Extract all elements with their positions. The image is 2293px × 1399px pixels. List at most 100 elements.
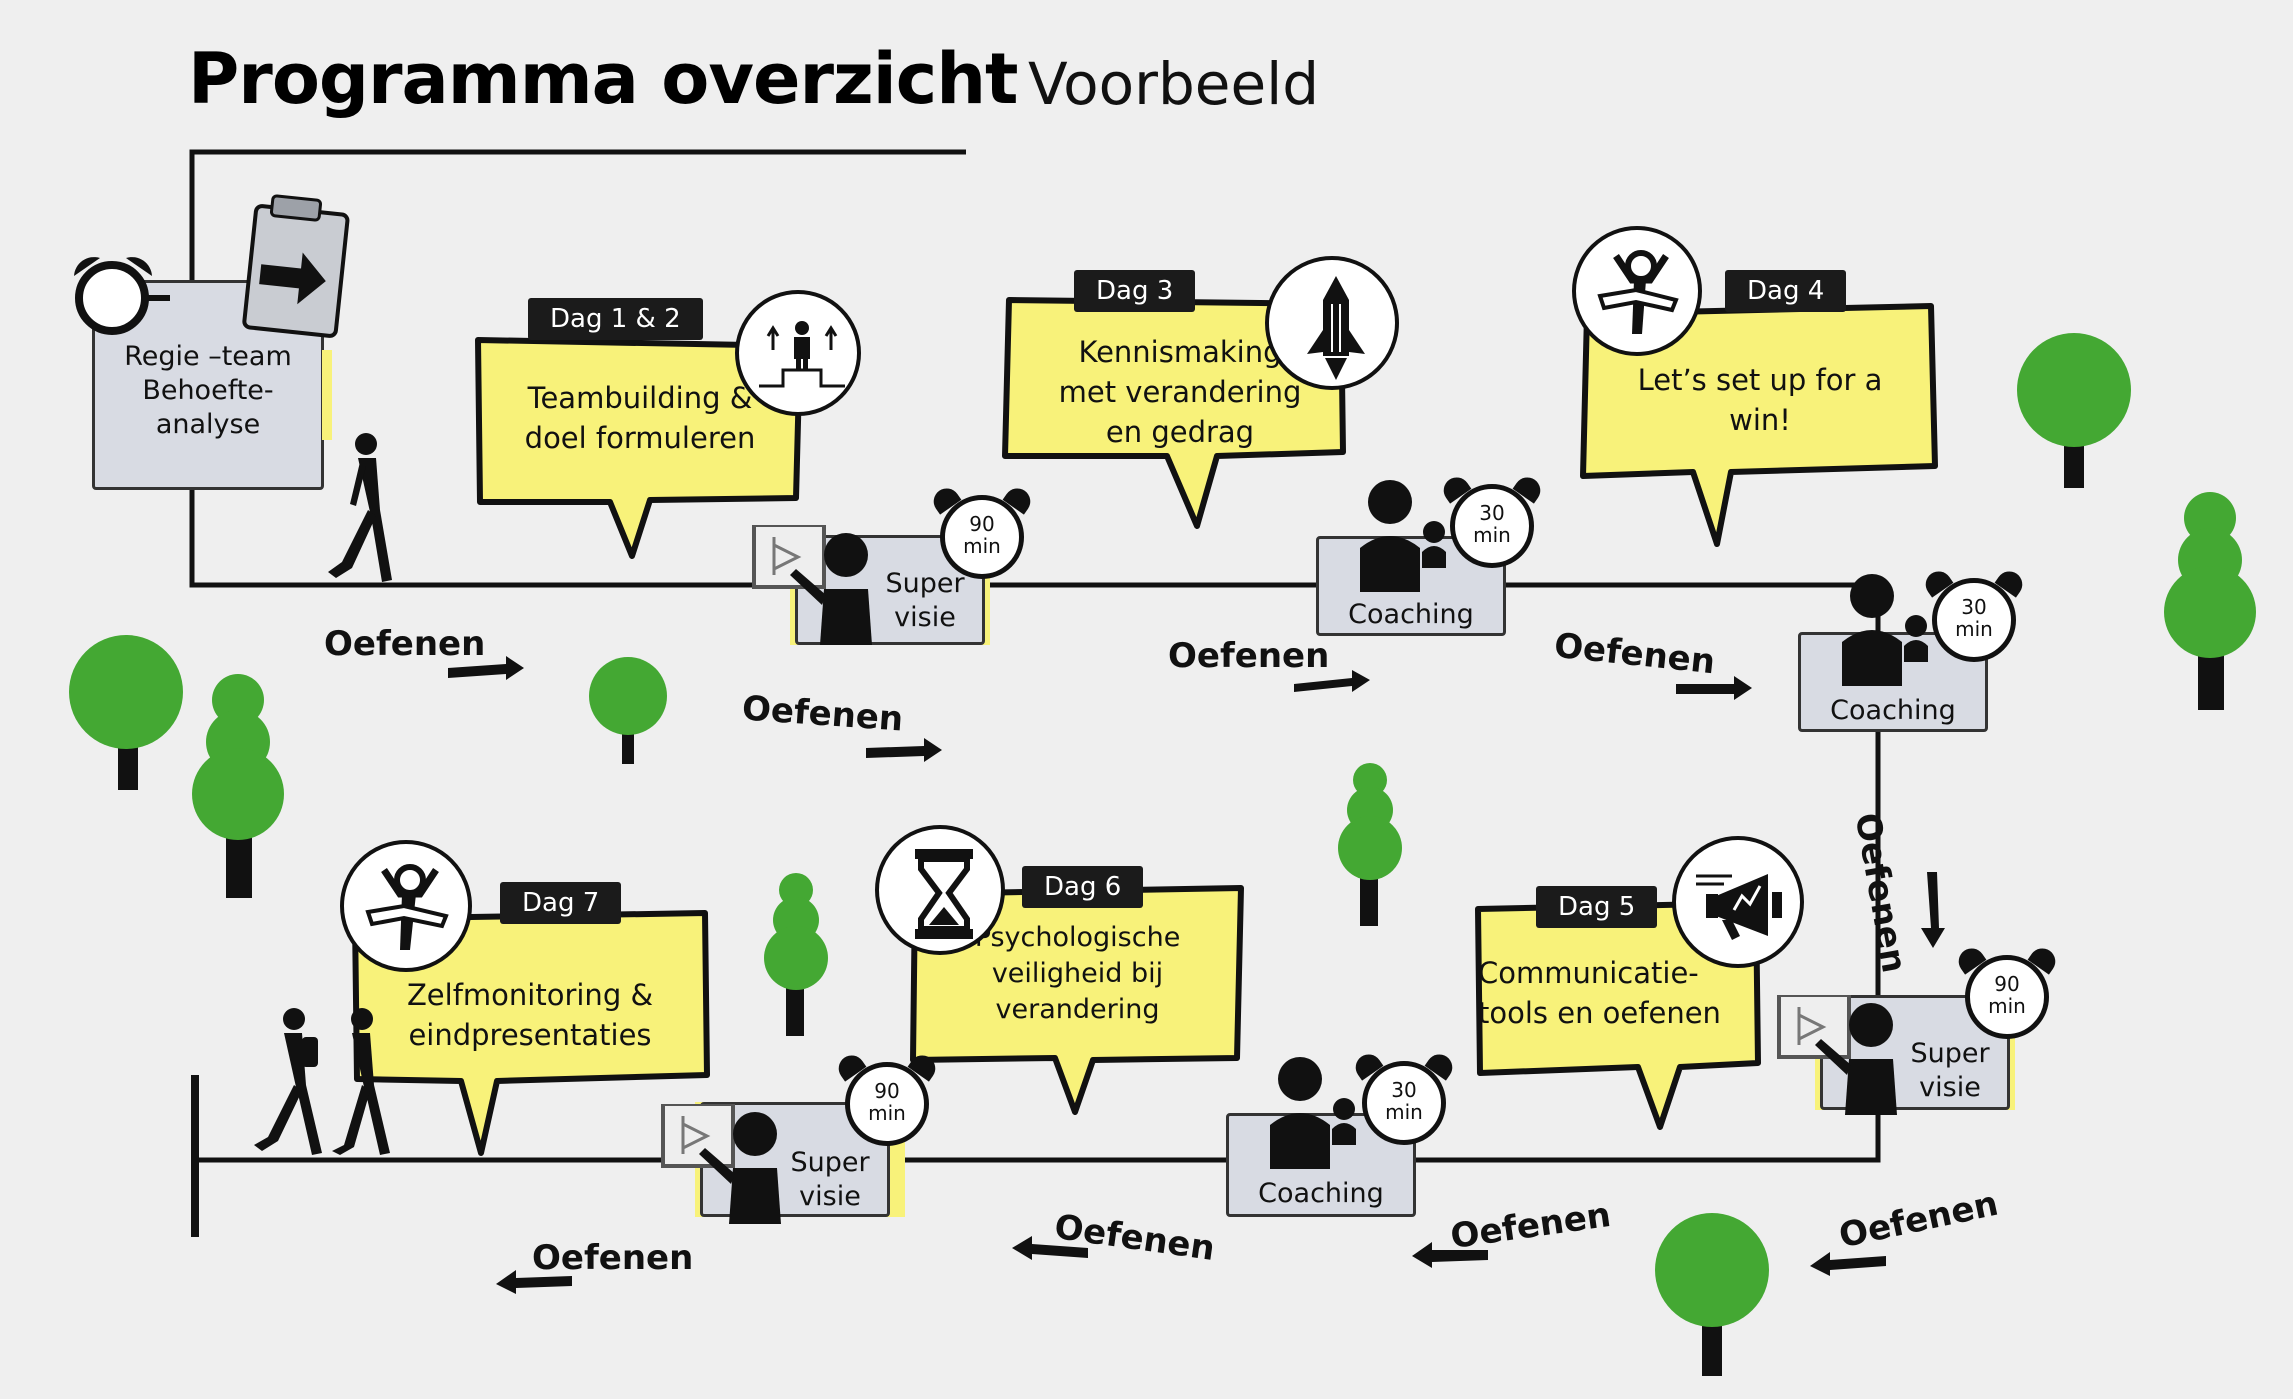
day-6-line-3: verandering	[995, 994, 1160, 1025]
session-1-time-unit: min	[963, 534, 1001, 558]
start-line-3: analyse	[155, 409, 261, 440]
day-6-line-1: Psychologische	[974, 922, 1181, 953]
session-1-line-1: Super	[885, 568, 965, 599]
rocket-pencil-icon	[1307, 276, 1365, 380]
day-3-line-3: en gedrag	[1105, 415, 1255, 449]
session-4-time-value: 90	[1994, 972, 2020, 996]
day-3-bubble: Kennismaking met verandering en gedrag	[995, 290, 1365, 540]
small-bush-tree-icon	[1338, 763, 1402, 926]
round-tree-icon-3	[1655, 1213, 1769, 1376]
day-3-line-2: met verandering	[1058, 375, 1302, 409]
session-2-time-value: 30	[1479, 501, 1505, 525]
practice-arrow-left-icon-2	[1412, 1242, 1488, 1268]
finish-line-runner-icon-2	[365, 864, 449, 950]
start-node-icon	[74, 257, 170, 335]
presenter-board-icon-3	[661, 1104, 781, 1224]
day-6-bubble: Psychologische veiligheid bij veranderin…	[905, 880, 1250, 1120]
session-4-time-unit: min	[1988, 994, 2026, 1018]
day-1-2-icon-badge	[735, 290, 861, 416]
day-5-tag: Dag 5	[1536, 886, 1658, 928]
session-3-time-value: 30	[1961, 595, 1987, 619]
walking-people-icon	[254, 1008, 390, 1155]
day-5-line-1: Communicatie-	[1478, 956, 1699, 990]
session-1-line-2: visie	[894, 602, 956, 633]
stairs-person-icon	[759, 321, 845, 388]
page-title: Programma overzicht	[188, 38, 1019, 120]
day-3-tag: Dag 3	[1074, 270, 1196, 312]
presenter-board-icon	[752, 525, 872, 645]
practice-arrow-right-icon	[448, 656, 524, 680]
tall-bush-tree-icon	[192, 674, 284, 898]
start-needs-analysis: Regie –team Behoefte- analyse	[60, 190, 360, 510]
practice-arrow-down-icon	[1921, 872, 1945, 948]
session-3-time-unit: min	[1955, 617, 1993, 641]
session-1-time-value: 90	[969, 512, 995, 536]
coach-people-icon-3	[1270, 1057, 1356, 1169]
session-4-line-2: visie	[1919, 1072, 1981, 1103]
walking-person-icon	[328, 433, 392, 582]
day-6-icon-badge	[875, 825, 1005, 955]
coach-people-icon	[1360, 480, 1446, 592]
session-2-time-unit: min	[1473, 523, 1511, 547]
session-4-line-1: Super	[1910, 1038, 1990, 1069]
page-subtitle: Voorbeeld	[1028, 50, 1320, 118]
practice-arrow-left-icon	[1810, 1252, 1886, 1276]
day-3-line-1: Kennismaking	[1078, 335, 1282, 369]
day-4-bubble: Let’s set up for a win!	[1575, 300, 1945, 550]
day-4-line-1: Let’s set up for a	[1637, 363, 1883, 397]
practice-label-3: Oefenen	[1168, 636, 1330, 676]
tall-bush-tree-icon-2	[2164, 492, 2256, 710]
hourglass-icon	[915, 849, 973, 939]
day-5-line-2: tools en oefenen	[1478, 996, 1721, 1030]
day-7-icon-badge	[340, 840, 472, 972]
session-6-time-unit: min	[868, 1101, 906, 1125]
small-round-tree-icon	[589, 657, 667, 764]
finish-line-runner-icon	[1597, 250, 1679, 334]
practice-arrow-left-icon-3	[1012, 1236, 1088, 1260]
day-7-line-1: Zelfmonitoring &	[406, 978, 654, 1012]
round-tree-icon-2	[2017, 333, 2131, 488]
round-tree-icon	[69, 635, 183, 790]
day-7-line-2: eindpresentaties	[408, 1018, 652, 1052]
day-1-2-bubble: Teambuilding & doel formuleren	[470, 330, 810, 560]
start-line-1: Regie –team	[124, 341, 292, 372]
session-5-time-unit: min	[1385, 1100, 1423, 1124]
session-3-line-1: Coaching	[1830, 695, 1956, 726]
day-1-2-line-1: Teambuilding &	[527, 381, 753, 415]
clipboard-arrow-icon	[242, 194, 350, 338]
coach-people-icon-2	[1842, 574, 1928, 686]
practice-arrow-left-icon-4	[496, 1270, 572, 1294]
session-6-line-2: visie	[799, 1181, 861, 1212]
practice-label-9: Oefenen	[532, 1238, 694, 1278]
day-5-icon-badge	[1672, 836, 1804, 968]
session-5-time-value: 30	[1391, 1078, 1417, 1102]
day-1-2-line-2: doel formuleren	[524, 421, 756, 455]
session-5-line-1: Coaching	[1258, 1178, 1384, 1209]
presenter-board-icon-2	[1777, 995, 1897, 1115]
day-6-tag: Dag 6	[1022, 866, 1144, 908]
day-6-line-2: veiligheid bij	[991, 958, 1164, 989]
day-1-2-tag: Dag 1 & 2	[528, 298, 703, 340]
start-line-2: Behoefte-	[142, 375, 274, 406]
session-2-line-1: Coaching	[1348, 599, 1474, 630]
practice-label-1: Oefenen	[324, 624, 486, 664]
day-7-tag: Dag 7	[500, 882, 622, 924]
day-7-bubble: Zelfmonitoring & eindpresentaties	[345, 905, 715, 1160]
day-4-line-2: win!	[1729, 403, 1791, 437]
session-6-time-value: 90	[874, 1079, 900, 1103]
practice-arrow-right-icon-3	[1294, 670, 1370, 692]
